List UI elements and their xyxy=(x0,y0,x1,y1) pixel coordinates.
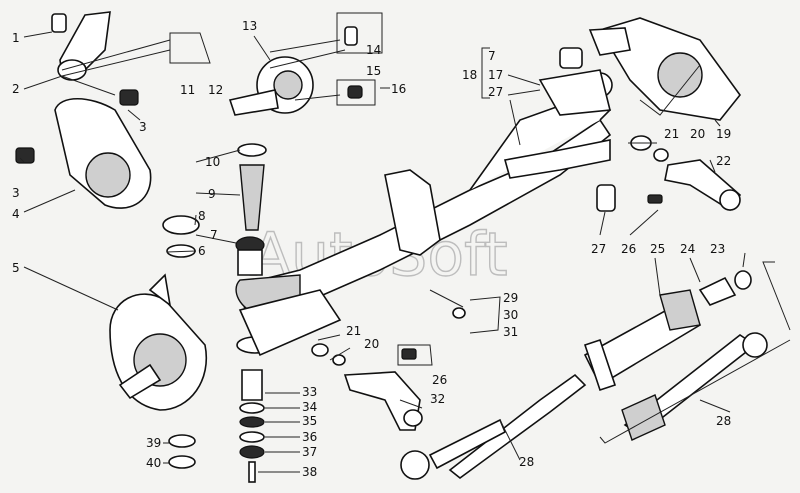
label-20-right: 20 xyxy=(690,127,705,141)
steering-knuckle-left xyxy=(109,273,208,411)
label-3-upper: 3 xyxy=(139,120,147,134)
label-24: 24 xyxy=(680,242,695,256)
label-19: 19 xyxy=(716,127,731,141)
label-26-left: 26 xyxy=(432,373,447,387)
label-6: 6 xyxy=(198,244,206,258)
tie-rod-right xyxy=(621,332,768,441)
label-34: 34 xyxy=(302,400,317,414)
label-37: 37 xyxy=(302,445,317,459)
leader-lines xyxy=(19,12,791,473)
label-30: 30 xyxy=(503,308,518,322)
label-38: 38 xyxy=(302,465,317,479)
label-9: 9 xyxy=(208,187,216,201)
label-18: 18 xyxy=(462,68,477,82)
label-14: 14 xyxy=(366,43,381,57)
label-26-right: 26 xyxy=(621,242,636,256)
label-22: 22 xyxy=(716,154,731,168)
label-35: 35 xyxy=(302,414,317,428)
label-16: 16 xyxy=(391,82,406,96)
steering-knuckle-right xyxy=(559,17,742,121)
label-27-top: 27 xyxy=(488,85,503,99)
lower-kingpin-stack xyxy=(168,369,265,483)
label-15: 15 xyxy=(366,64,381,78)
label-31: 31 xyxy=(503,325,518,339)
label-3-lower: 3 xyxy=(12,186,20,200)
label-23: 23 xyxy=(710,242,725,256)
label-2: 2 xyxy=(12,82,20,96)
label-25: 25 xyxy=(650,242,665,256)
label-33: 33 xyxy=(302,385,317,399)
label-28-left: 28 xyxy=(519,455,534,469)
steering-arm-lower xyxy=(343,348,423,431)
label-27-right: 27 xyxy=(591,242,606,256)
label-11: 11 xyxy=(180,83,195,97)
label-39: 39 xyxy=(146,436,161,450)
label-17: 17 xyxy=(488,68,503,82)
hub-spindle xyxy=(228,26,363,116)
label-12: 12 xyxy=(208,83,223,97)
axle-beam xyxy=(235,69,613,357)
label-10: 10 xyxy=(205,155,220,169)
hydraulic-cylinder xyxy=(448,270,752,480)
callout-labels: 1 2 3 3 4 5 6 7 8 9 10 11 12 13 14 15 16… xyxy=(12,19,731,479)
label-21-left: 21 xyxy=(346,324,361,338)
label-21-right: 21 xyxy=(664,127,679,141)
label-36: 36 xyxy=(302,430,317,444)
label-5: 5 xyxy=(12,261,20,275)
label-20-left: 20 xyxy=(364,337,379,351)
label-13: 13 xyxy=(242,19,257,33)
label-29: 29 xyxy=(503,291,518,305)
label-32: 32 xyxy=(430,392,445,406)
label-7-left: 7 xyxy=(210,228,218,242)
label-40: 40 xyxy=(146,456,161,470)
label-8: 8 xyxy=(198,209,206,223)
knuckle-housing-upper xyxy=(15,89,152,209)
label-7-top: 7 xyxy=(488,49,496,63)
tie-rod-arm xyxy=(630,135,742,212)
label-1: 1 xyxy=(12,31,20,45)
label-28-right: 28 xyxy=(716,414,731,428)
tie-rod-left xyxy=(400,418,507,480)
label-4: 4 xyxy=(12,207,20,221)
steering-arm-upper xyxy=(51,11,111,81)
